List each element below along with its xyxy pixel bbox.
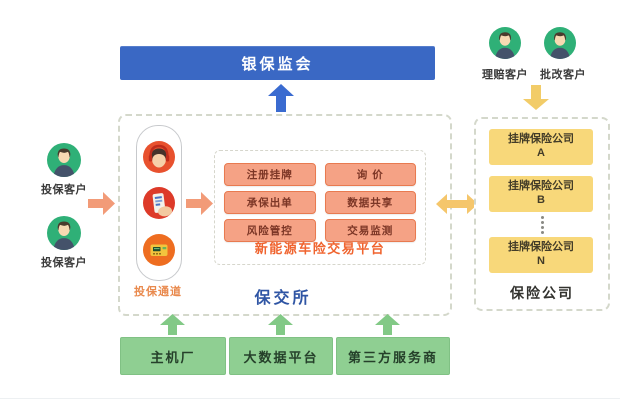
up-arrow-icon [268,314,293,335]
insurers-label: 保险公司 [510,285,574,301]
partner-oem: 主机厂 [120,337,226,375]
partner-bigdata-platform: 大数据平台 [229,337,333,375]
application-channel-label: 投保通道 [134,286,182,298]
regulator-label: 银保监会 [241,55,314,73]
up-arrow-icon [268,84,294,112]
partner-third-party-provider: 第三方服务商 [336,337,450,375]
policyholder-avatar [47,143,81,177]
up-arrow-icon [160,314,185,335]
policyholder-label: 投保客户 [41,184,87,196]
platform-function-grid: 注册挂牌 询 价 承保出单 数据共享 风险管控 交易监测 [224,163,416,242]
up-arrow-icon [375,314,400,335]
claims-customer-label: 理赔客户 [482,69,528,81]
function-underwriting-issuing: 承保出单 [224,191,316,214]
function-risk-control: 风险管控 [224,219,316,242]
right-arrow-icon [186,192,213,215]
mobile-app-icon [143,187,175,219]
listed-insurer-n: 挂牌保险公司 N [489,237,593,273]
function-data-sharing: 数据共享 [324,191,416,214]
exchange-name: 保交所 [254,290,312,307]
function-trade-monitoring: 交易监测 [324,219,416,242]
regulator-banner: 银保监会 [120,46,435,80]
claims-customer-avatar [489,27,521,59]
endorsement-customer-label: 批改客户 [540,69,586,81]
policyholder-label: 投保客户 [41,257,87,269]
application-channel-pill [136,125,182,281]
platform-box: 注册挂牌 询 价 承保出单 数据共享 风险管控 交易监测 新能源车险交易平台 [214,150,426,265]
ellipsis-icon [476,214,608,235]
down-arrow-icon [523,85,549,110]
pos-terminal-icon [143,233,175,266]
listed-insurer-b: 挂牌保险公司 B [489,176,593,212]
customer-service-icon [143,140,175,173]
function-register-listing: 注册挂牌 [224,163,316,186]
listed-insurer-a: 挂牌保险公司 A [489,129,593,165]
right-arrow-icon [88,192,115,215]
endorsement-customer-avatar [544,27,576,59]
card-edge-divider [0,398,620,399]
double-arrow-icon [436,193,478,215]
function-price-inquiry: 询 价 [324,163,416,186]
platform-title: 新能源车险交易平台 [254,241,386,256]
insurers-container: 挂牌保险公司 A 挂牌保险公司 B 挂牌保险公司 N 保险公司 [474,117,610,311]
policyholder-avatar [47,216,81,250]
